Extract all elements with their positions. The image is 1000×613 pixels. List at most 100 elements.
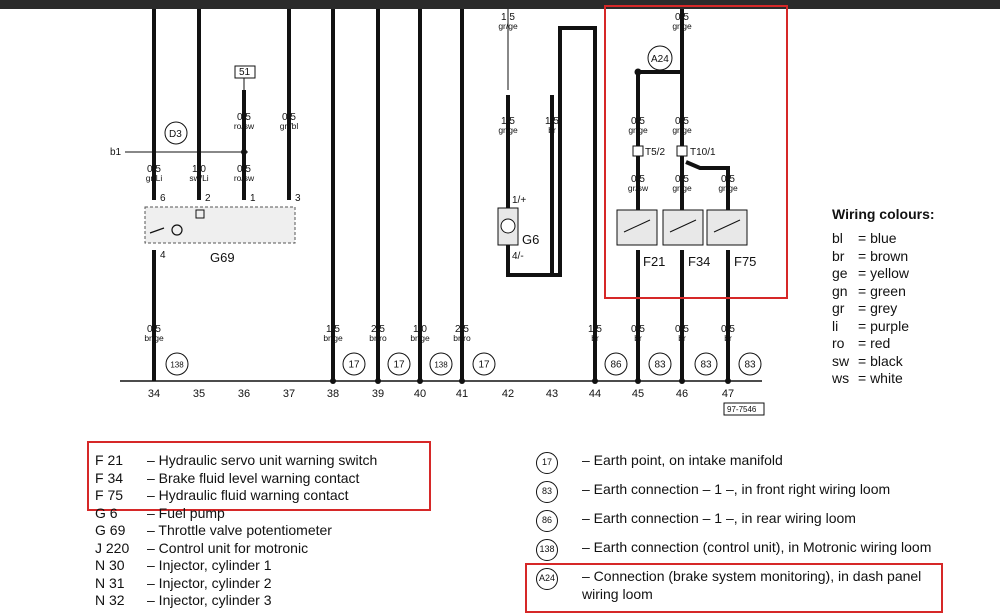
key-code: J 220 (95, 539, 130, 556)
f75-switch-box (706, 209, 748, 246)
g69-pin-2: 2 (205, 193, 211, 204)
legend-row: li= purple (832, 318, 909, 336)
terminal-35: 35 (193, 388, 205, 400)
t10-connector-symbol (676, 145, 688, 157)
wire-label-size-w47_bot: 0,5 (721, 324, 735, 335)
wire-label-colour-f34_in: gr/ge (672, 183, 692, 193)
wire-label-size-f21_in: 0,5 (631, 174, 645, 185)
t5-label: T5/2 (645, 147, 665, 158)
earth-symbol-e17b: 17 (393, 360, 405, 371)
f21-label: F21 (643, 254, 665, 269)
earth-symbol-e83b-circle (694, 352, 718, 376)
key-row: N 30 – Injector, cylinder 1 (95, 557, 377, 575)
key-description: – Earth connection – 1 –, in front right… (582, 481, 891, 497)
legend-colour-name: = purple (858, 317, 909, 334)
wire-label-colour-w35_top: sw/Li (189, 173, 208, 183)
legend-colour-name: = black (858, 352, 903, 369)
wire-labels: 0,5gr/Li1,0sw/Li0,5ro/sw0,5ro/sw0,5gn/bl… (144, 12, 738, 343)
earth-symbol-icon: 17 (536, 452, 558, 474)
wire-label-size-w44_bot: 1,5 (588, 324, 602, 335)
key-description: – Injector, cylinder 3 (147, 592, 272, 608)
legend-code: gn (832, 282, 848, 299)
a24-label: A24 (651, 54, 669, 65)
g6-pin-plus: 1/+ (512, 195, 526, 206)
bus-node-47 (725, 378, 731, 384)
earth-symbol-e83a-circle (648, 352, 672, 376)
wire-label-colour-w34_top: gr/Li (146, 173, 163, 183)
key-row: 138 – Earth connection (control unit), in… (536, 539, 956, 561)
earth-symbol-e17c-circle (472, 352, 496, 376)
key-row: N 32 – Injector, cylinder 3 (95, 592, 377, 610)
legend-row: ro= red (832, 335, 909, 353)
g69-pin-3: 3 (295, 193, 301, 204)
wire-42-loop (506, 26, 597, 381)
key-row: F 34– Brake fluid level warning contact (95, 470, 377, 488)
terminal-40: 40 (414, 388, 426, 400)
legend-colour-name: = green (858, 282, 906, 299)
bus-node-40 (417, 378, 423, 384)
wire-label-size-w36_top: 0,5 (237, 164, 251, 175)
earth-symbol-icon: 138 (536, 539, 558, 561)
earth-symbol-e17b-circle (387, 352, 411, 376)
legend-row: gr= grey (832, 300, 909, 318)
bus-node-46 (679, 378, 685, 384)
wire-label-size-w42_mid: 1,5 (501, 116, 515, 127)
key-code: N 30 (95, 557, 125, 573)
g69-pin-1: 1 (250, 193, 256, 204)
wire-label-colour-a24_top: gr/ge (672, 21, 692, 31)
terminal-47: 47 (722, 388, 734, 400)
legend-code: gr (832, 300, 845, 316)
wire-label-colour-w38_bot: br/ge (323, 333, 343, 343)
wire-label-size-w43_mid: 1,5 (545, 116, 559, 127)
key-code: F 21 (95, 452, 124, 468)
key-description: – Injector, cylinder 1 (147, 557, 272, 573)
wire-label-size-t10_upper: 0,5 (675, 116, 689, 127)
g69-pin-4: 4 (160, 250, 166, 261)
highlight-box-key-f (87, 441, 431, 511)
key-row: 83 – Earth connection – 1 –, in front rig… (536, 481, 956, 503)
wire-label-size-w45_bot: 0,5 (631, 324, 645, 335)
wire-label-size-w40_bot: 1,0 (413, 324, 427, 335)
legend-colour-name: = brown (858, 247, 909, 264)
legend-code: ge (832, 265, 848, 281)
wire-label-size-w36_upper: 0,5 (237, 112, 251, 123)
key-row: A24– Connection (brake system monitoring… (536, 568, 956, 603)
legend-colour-name: = yellow (858, 265, 909, 281)
earth-symbol-e83c: 83 (744, 360, 756, 371)
key-description: – Earth connection (control unit), in Mo… (582, 539, 932, 555)
wire-label-colour-w45_bot: br (634, 333, 642, 343)
key-code: N 31 (95, 574, 125, 591)
legend-code: sw (832, 352, 850, 369)
earth-symbol-e138b-circle (429, 352, 453, 376)
key-code: F 75 (95, 487, 124, 503)
g69-pin-6: 6 (160, 193, 166, 204)
wire-label-colour-t5_upper: gr/ge (628, 125, 648, 135)
wire-label-colour-w42_mid: gr/ge (498, 125, 518, 135)
earth-symbol-e17a-circle (342, 352, 366, 376)
wire-label-size-f75_in: 0,5 (721, 174, 735, 185)
drawing-ref-box (723, 402, 765, 416)
b1-label: b1 (110, 147, 122, 158)
wire-label-colour-t10_upper: gr/ge (672, 125, 692, 135)
earth-symbol-icon: 86 (536, 510, 558, 532)
legend-code: bl (832, 230, 843, 246)
key-code: N 32 (95, 592, 125, 608)
earth-symbol-icon: 83 (536, 481, 558, 503)
terminal-34: 34 (148, 388, 160, 400)
key-row: F 75– Hydraulic fluid warning contact (95, 487, 377, 505)
earth-symbol-e83b: 83 (700, 360, 712, 371)
terminal-39: 39 (372, 388, 384, 400)
wire-label-colour-w36_upper: ro/sw (234, 121, 255, 131)
legend-colour-name: = white (858, 370, 903, 386)
wire-label-colour-w34_bot: br/ge (144, 333, 164, 343)
terminal-41: 41 (456, 388, 468, 400)
earth-symbol-e83c-circle (738, 352, 762, 376)
wire-label-colour-w37_upper: gn/bl (280, 121, 299, 131)
earth-symbol-e17a: 17 (348, 360, 360, 371)
terminal-42: 42 (502, 388, 514, 400)
legend-row: ge = yellow (832, 265, 909, 283)
